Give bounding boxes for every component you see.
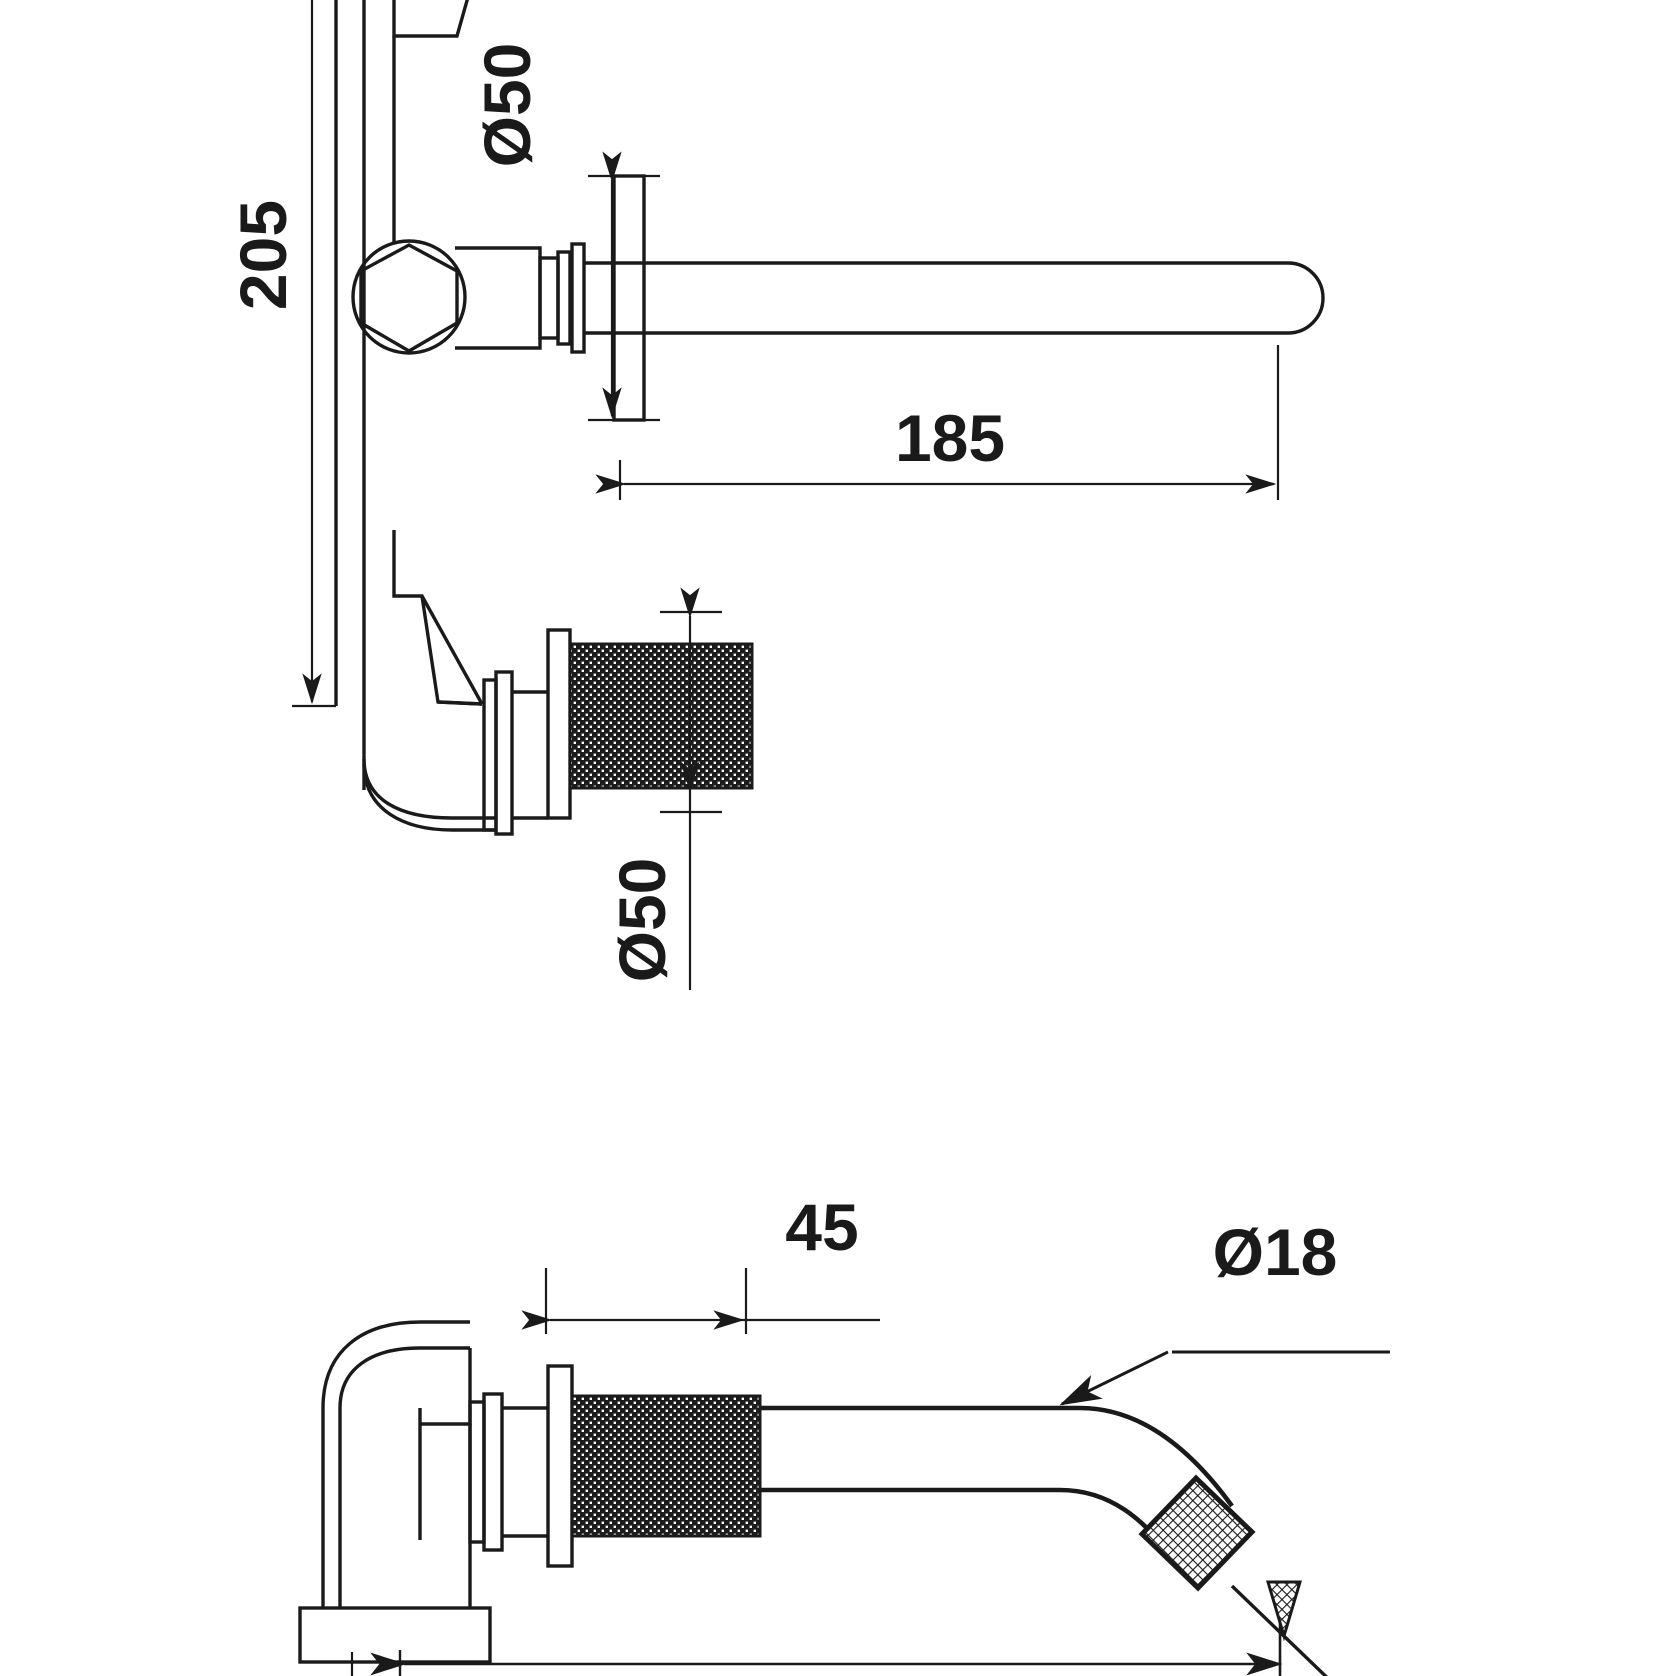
dimension-label-205: 205 [226, 200, 300, 310]
knurled-sleeve-bottom [570, 1394, 762, 1538]
view-middle-handle-detail [362, 530, 572, 836]
dimension-label-d50-top: Ø50 [470, 43, 544, 168]
pivot-hexagon [359, 243, 459, 353]
pivot-circle [351, 239, 467, 355]
dimension-45 [521, 1268, 880, 1334]
aerator-leader-diag [1230, 1584, 1328, 1676]
view-bottom-side-section [298, 1320, 574, 1664]
dimension-d18 [1059, 1350, 1390, 1406]
knurled-sleeve-middle [568, 642, 754, 790]
elbow-inner-curve [362, 758, 496, 820]
dimension-205 [292, 0, 336, 708]
dimension-185 [595, 345, 1280, 500]
bottom-collar-ring-b [482, 1392, 504, 1552]
collar-ring-b [556, 250, 572, 346]
dimension-d50-middle [660, 587, 722, 990]
leader-line-d18 [1059, 1350, 1169, 1406]
dimension-d50-top [588, 151, 660, 422]
aerator-face [1138, 1474, 1256, 1592]
aerator-detail-marker [1265, 1580, 1303, 1642]
bottom-elbow-outer-arc [321, 1320, 470, 1409]
dimension-label-d18: Ø18 [1213, 1215, 1338, 1289]
dimension-label-185: 185 [895, 401, 1005, 475]
bottom-elbow-inner-arc [338, 1346, 470, 1409]
mid-collar-ring-b [494, 670, 514, 836]
lever-arm-lower-base [437, 700, 483, 706]
mid-body-shoulder [512, 690, 548, 820]
collar-ring-c [570, 242, 586, 354]
dimension-label-45: 45 [785, 1190, 858, 1264]
dimension-label-d50-middle: Ø50 [605, 858, 679, 983]
view-top-elevation [334, 0, 1325, 790]
spout-outer-profile [760, 1405, 1234, 1508]
spout-tube [644, 261, 1325, 335]
lever-arm-lower-outer [392, 530, 484, 705]
lever-arm-upper [392, 0, 469, 38]
